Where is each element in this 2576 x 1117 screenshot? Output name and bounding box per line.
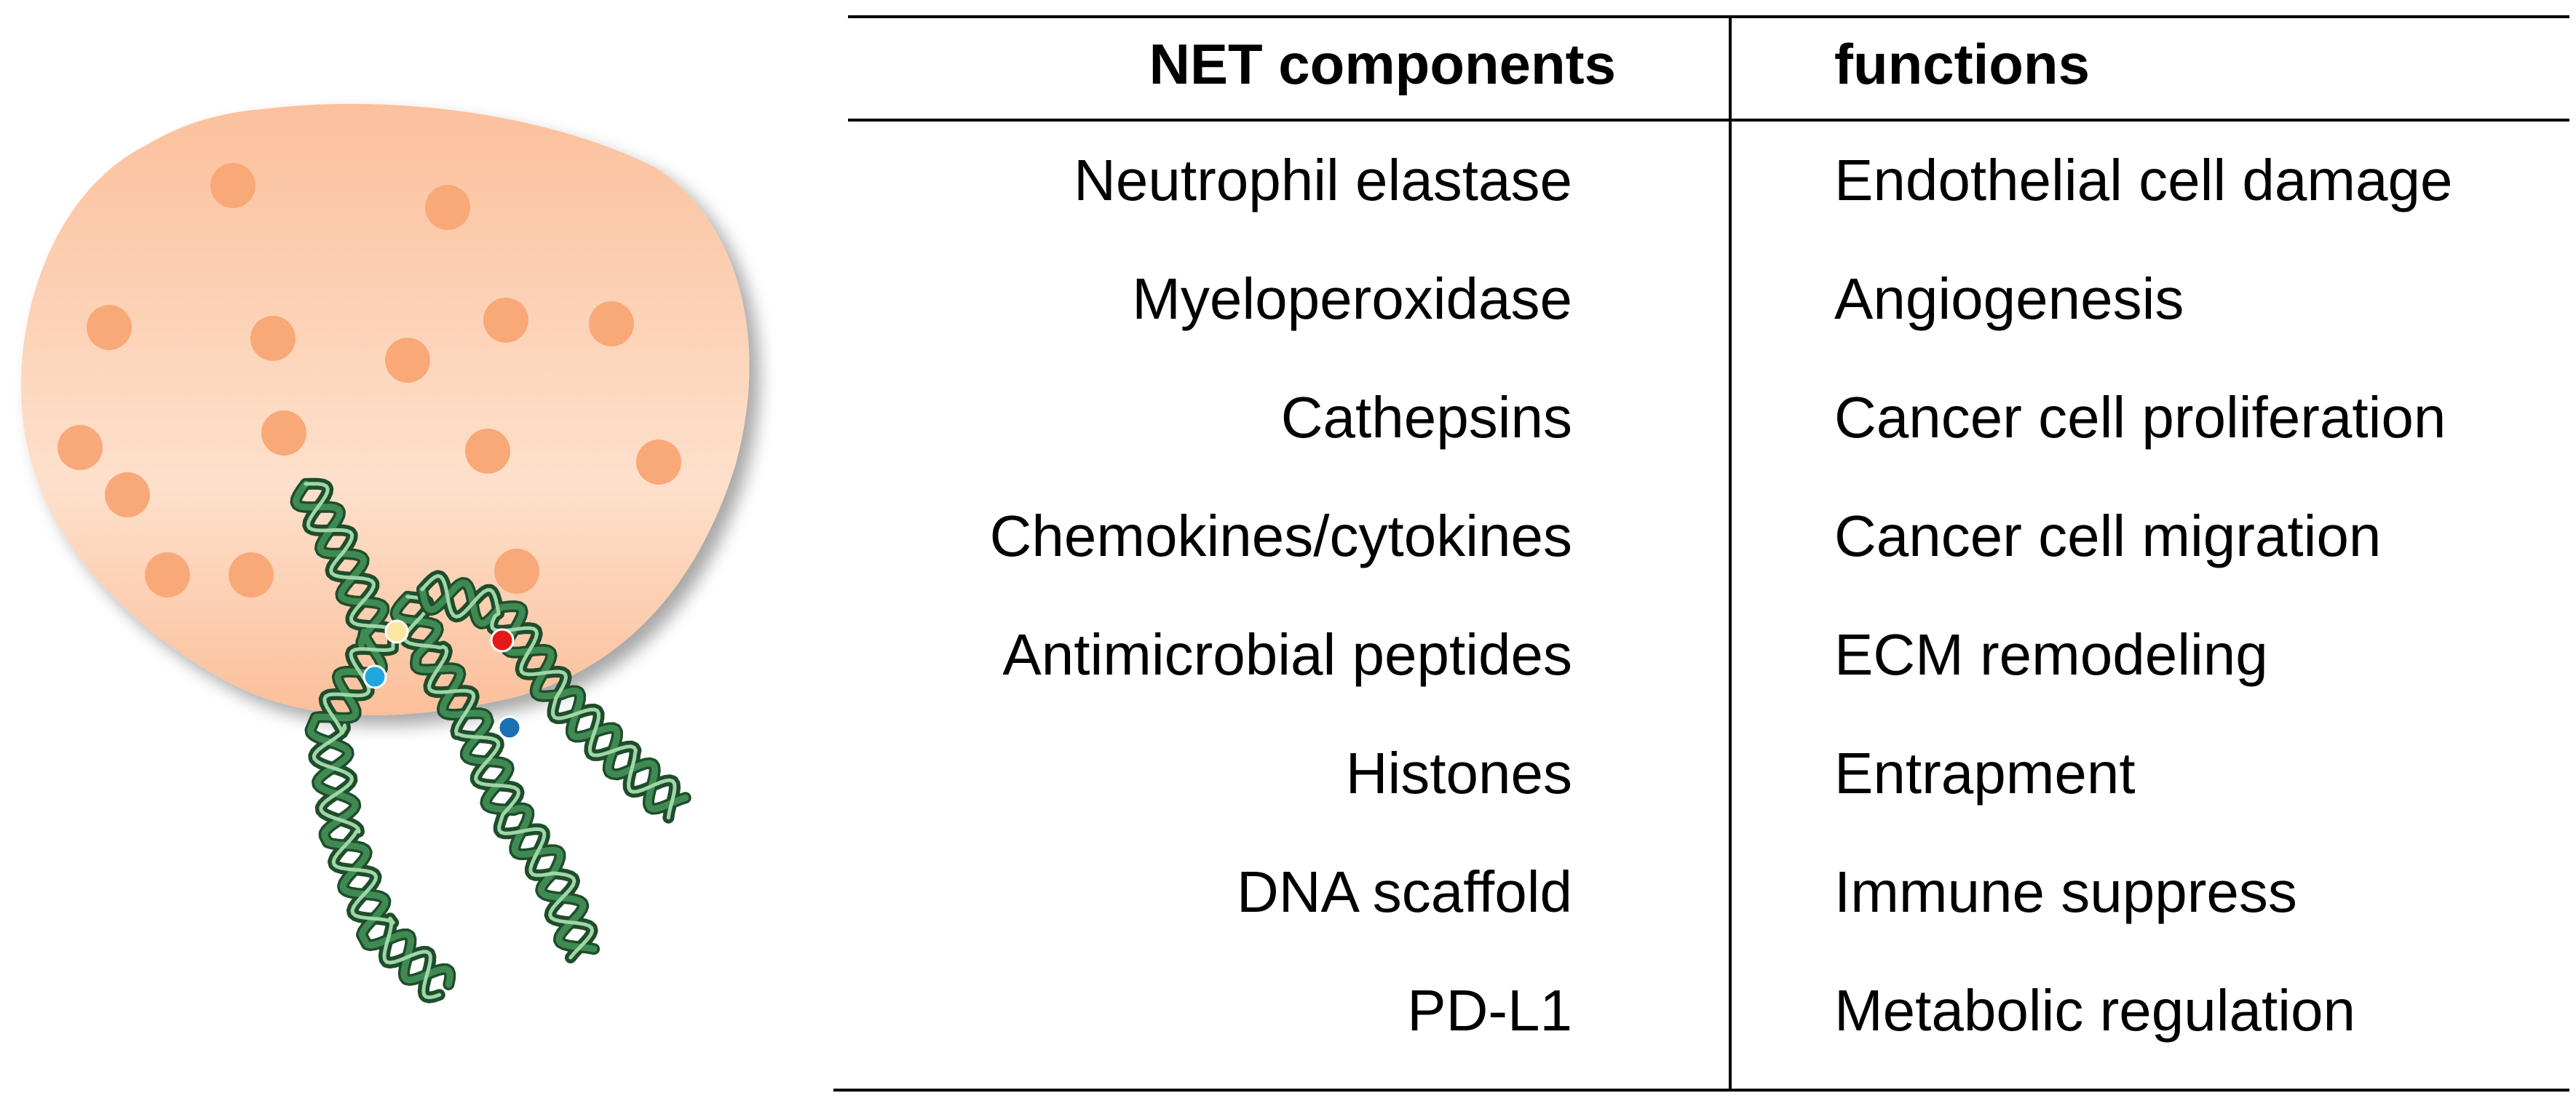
granule [87, 305, 132, 350]
granule [483, 298, 528, 343]
function-cell: Cancer cell migration [1834, 504, 2381, 568]
dna-strand-line [293, 480, 453, 988]
dna-strands [290, 477, 691, 1003]
dna-strand-line [392, 593, 598, 953]
granule [58, 425, 103, 470]
function-cell: Cancer cell proliferation [1834, 385, 2446, 450]
function-cell: Metabolic regulation [1834, 978, 2355, 1043]
granule [385, 338, 430, 383]
header-functions: functions [1834, 32, 2090, 96]
component-cell: Histones [1346, 741, 1572, 806]
component-cell: Neutrophil elastase [1074, 148, 1572, 212]
granule [465, 429, 510, 474]
marker-dot-blue [497, 715, 522, 740]
component-column: Neutrophil elastaseMyeloperoxidaseCathep… [990, 148, 1572, 1043]
marker-dot-cyan [362, 664, 387, 689]
dna-strand-line [304, 482, 442, 1000]
granule [229, 552, 274, 597]
marker-dot-red [490, 628, 515, 653]
component-cell: DNA scaffold [1237, 859, 1572, 924]
neutrophil-net-illustration [20, 103, 750, 1003]
component-cell: Chemokines/cytokines [990, 504, 1572, 568]
granule [589, 301, 634, 346]
function-cell: Angiogenesis [1834, 266, 2184, 331]
function-cell: ECM remodeling [1834, 622, 2268, 687]
function-cell: Immune suppress [1834, 859, 2297, 924]
function-column: Endothelial cell damageAngiogenesisCance… [1834, 148, 2452, 1043]
dna-strand-line [420, 573, 677, 820]
granule [261, 410, 306, 456]
function-cell: Entrapment [1834, 741, 2136, 806]
net-components-table: NET components functions Neutrophil elas… [833, 15, 2569, 1092]
dna-strand-line [403, 595, 595, 960]
granule [145, 552, 190, 597]
header-net-components: NET components [1149, 32, 1616, 96]
granule [210, 163, 255, 208]
dna-strand-line [419, 579, 689, 813]
marker-dot-yellow [384, 619, 409, 644]
granule [494, 549, 539, 594]
granule [250, 316, 296, 361]
function-cell: Endothelial cell damage [1834, 148, 2452, 212]
granule [636, 440, 681, 485]
granules [58, 163, 681, 597]
component-cell: Antimicrobial peptides [1002, 622, 1572, 687]
component-cell: Cathepsins [1281, 385, 1572, 450]
component-cell: Myeloperoxidase [1132, 266, 1572, 331]
granule [425, 185, 470, 230]
component-cell: PD-L1 [1407, 978, 1572, 1043]
granule [105, 472, 150, 517]
neutrophil-cell-body [20, 103, 750, 715]
